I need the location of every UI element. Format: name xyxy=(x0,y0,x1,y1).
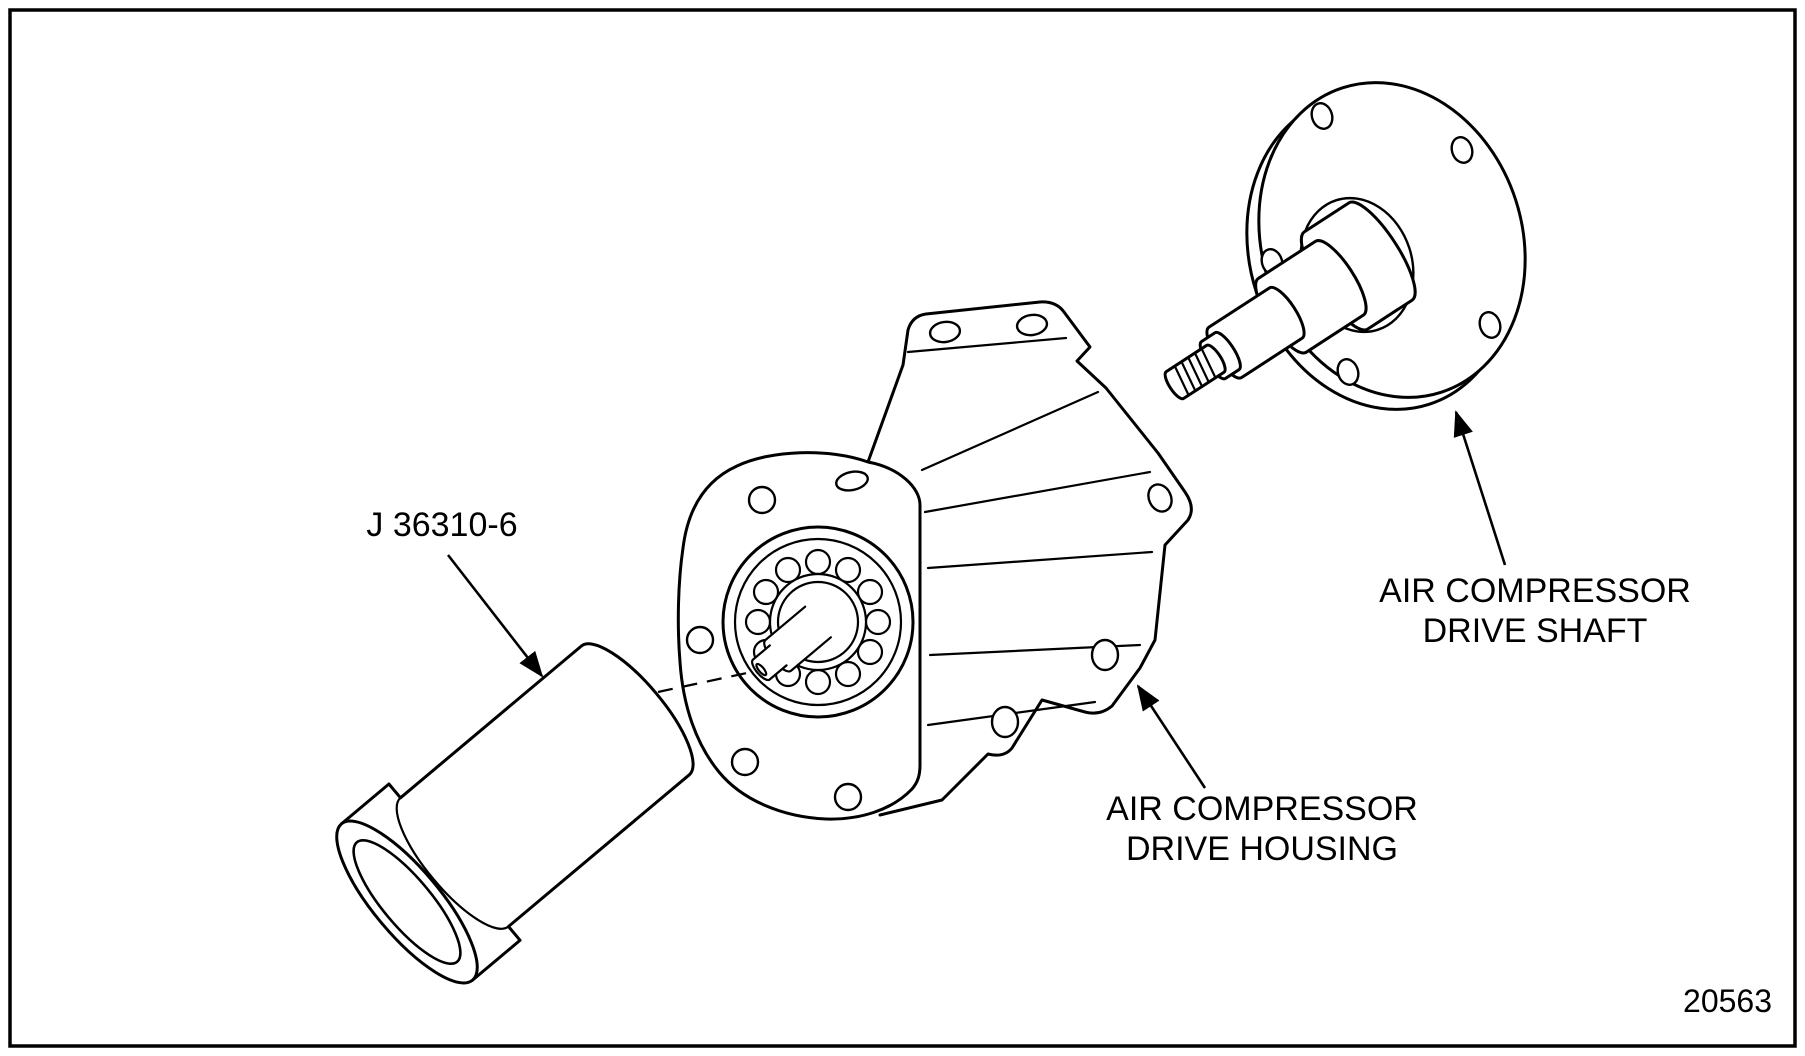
tool-bore xyxy=(352,838,462,966)
shaft-callout-arrow xyxy=(1453,410,1507,566)
tool-label: J 36310-6 xyxy=(366,506,517,544)
figure-number: 20563 xyxy=(1683,983,1772,1019)
installer-tool xyxy=(335,642,695,985)
drive-shaft xyxy=(1163,81,1527,411)
thread-lines xyxy=(1174,348,1217,396)
shaft-label-line1: AIR COMPRESSOR xyxy=(1379,572,1691,610)
callouts: J 36310-6 AIR COMPRESSOR DRIVE SHAFT AIR… xyxy=(366,410,1691,868)
tool-step-edge xyxy=(395,796,510,930)
housing-body xyxy=(866,300,1193,817)
housing-ribs xyxy=(906,336,1154,727)
shaft-label-line2: DRIVE SHAFT xyxy=(1423,612,1648,650)
centerline xyxy=(657,669,757,694)
bearing-stub xyxy=(751,605,832,682)
housing-label-line2: DRIVE HOUSING xyxy=(1126,830,1398,868)
shaft-body xyxy=(1163,200,1417,401)
drive-housing xyxy=(676,300,1193,821)
housing-label-line1: AIR COMPRESSOR xyxy=(1106,790,1418,828)
tool-callout-arrow xyxy=(446,554,544,678)
front-flange-holes xyxy=(685,470,869,812)
rear-flange-holes xyxy=(928,313,1173,739)
housing-callout-arrow xyxy=(1136,684,1207,789)
drive-bearing xyxy=(721,525,915,719)
